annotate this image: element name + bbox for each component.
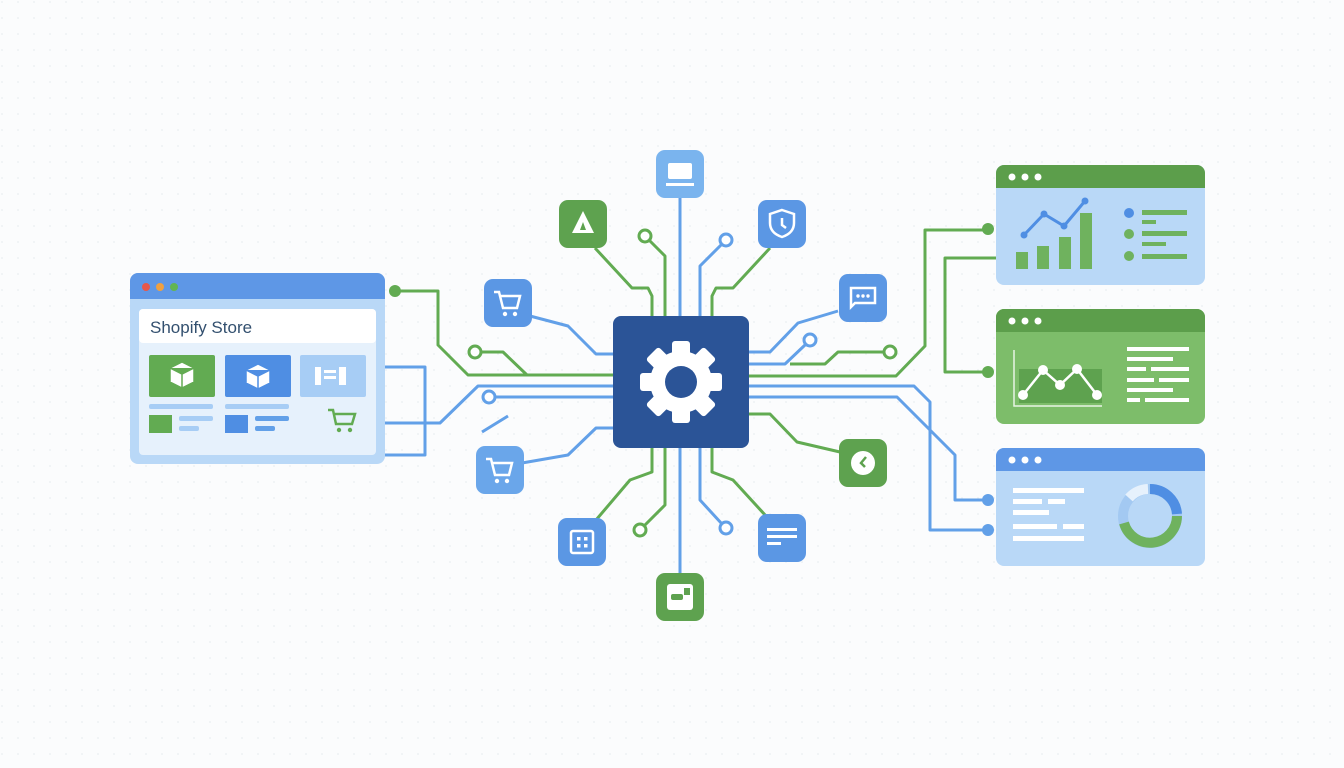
bar-chart-icon: [1016, 213, 1092, 269]
node-monitor[interactable]: [656, 150, 704, 198]
node-shield-clock[interactable]: [758, 200, 806, 248]
window-dot-green: [170, 283, 178, 291]
monitor-icon: [668, 163, 692, 179]
shield-clock-icon: [768, 208, 796, 239]
list-icon: [767, 528, 797, 545]
grid-icon: [569, 529, 595, 555]
window-dot-red: [142, 283, 150, 291]
box-icon: [169, 361, 195, 389]
cart-icon: [486, 457, 514, 484]
node-transfer[interactable]: [656, 573, 704, 621]
gear-icon: [640, 341, 722, 423]
node-chat[interactable]: [839, 274, 887, 322]
connection-lines: [385, 198, 998, 573]
chat-icon: [849, 286, 877, 311]
area-line-chart-dashboard[interactable]: [996, 309, 1205, 424]
bar-line-chart-dashboard[interactable]: [996, 165, 1205, 285]
window-dot-orange: [156, 283, 164, 291]
shopify-store-window[interactable]: Shopify Store: [130, 273, 385, 464]
donut-chart-dashboard[interactable]: [996, 448, 1205, 566]
refresh-icon: [851, 451, 875, 475]
node-refresh[interactable]: [839, 439, 887, 487]
cart-icon[interactable]: [328, 408, 357, 433]
node-cart-top[interactable]: [484, 279, 532, 327]
line-chart-icon: [1022, 200, 1087, 237]
cart-icon: [494, 290, 522, 317]
donut-chart-icon: [1118, 483, 1182, 548]
hub-gear-chip[interactable]: [613, 316, 749, 448]
node-cart-bottom[interactable]: [476, 446, 524, 494]
node-tent[interactable]: [559, 200, 607, 248]
barcode-icon: [315, 367, 346, 385]
node-grid[interactable]: [558, 518, 606, 566]
store-title: Shopify Store: [150, 318, 252, 337]
transfer-icon: [667, 584, 693, 610]
open-box-icon: [245, 363, 271, 390]
node-list[interactable]: [758, 514, 806, 562]
